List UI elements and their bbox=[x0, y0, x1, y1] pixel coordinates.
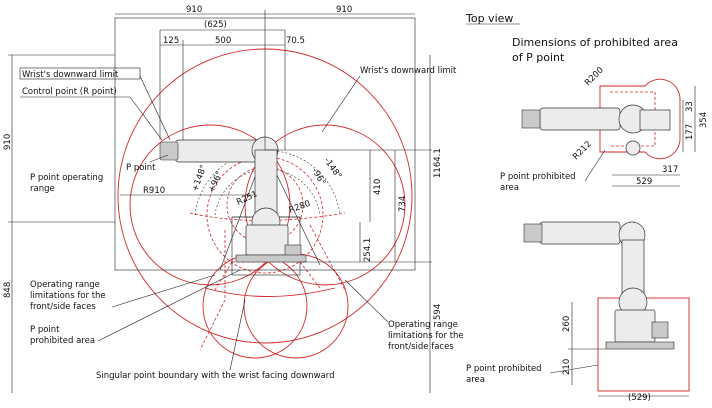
top-dim-33: 33 bbox=[685, 101, 695, 112]
robot-forearm bbox=[174, 139, 266, 163]
top-robot-base bbox=[639, 109, 671, 131]
side-robot-wrist bbox=[523, 223, 543, 243]
op-limit-left-3: front/side faces bbox=[30, 302, 96, 312]
right-lobe-boundary bbox=[244, 124, 406, 286]
side-robot-base bbox=[614, 309, 656, 343]
singular-leader bbox=[229, 299, 246, 371]
side-view: 260 210 (529) P point prohibited area bbox=[466, 221, 690, 403]
dim-410: 410 bbox=[373, 179, 383, 195]
right-dimensions: 1164.1 734 410 254.1 594 bbox=[265, 55, 443, 393]
side-robot-foot bbox=[605, 341, 675, 350]
top-r200: R200 bbox=[583, 65, 606, 88]
op-limit-right-leader bbox=[344, 279, 389, 323]
dim-910-vertical: 910 bbox=[3, 134, 13, 150]
op-limit-right-1: Operating range bbox=[388, 320, 458, 330]
side-prohib-2: area bbox=[466, 375, 485, 385]
dim-1164-1: 1164.1 bbox=[433, 148, 443, 178]
top-dim-529: 529 bbox=[636, 177, 652, 187]
top-prohib-1: P point prohibited bbox=[500, 172, 576, 182]
dim-125: 125 bbox=[163, 36, 179, 46]
angle-96-pos: +96° bbox=[207, 170, 225, 194]
main-labels: Wrist's downward limit Control point (R … bbox=[19, 66, 464, 381]
control-point-leader bbox=[129, 96, 163, 141]
wrist-limit-left: Wrist's downward limit bbox=[22, 70, 119, 80]
op-limit-left-1: Operating range bbox=[30, 280, 100, 290]
singular-boundary-label: Singular point boundary with the wrist f… bbox=[96, 371, 335, 381]
dim-910-left: 910 bbox=[186, 5, 202, 15]
p-prohib-left-2: prohibited area bbox=[30, 336, 95, 346]
r910-label: R910 bbox=[143, 186, 165, 196]
dim-625: (625) bbox=[204, 20, 227, 30]
r251-boundary bbox=[226, 166, 304, 244]
prohibited-arc bbox=[204, 287, 336, 297]
robot-foot bbox=[235, 254, 307, 263]
side-robot-forearm bbox=[539, 221, 621, 245]
dim-594: 594 bbox=[433, 304, 443, 320]
op-limit-right-3: front/side faces bbox=[388, 342, 454, 352]
side-dim-260: 260 bbox=[562, 316, 572, 332]
wrist-limit-leader bbox=[139, 75, 171, 141]
left-dimensions: 910 848 bbox=[3, 54, 115, 393]
top-robot-arm bbox=[539, 107, 621, 131]
top-view: Top view Dimensions of prohibited area o… bbox=[465, 12, 709, 193]
p-prohib-left-leader bbox=[97, 269, 241, 342]
robot-arm bbox=[159, 136, 307, 263]
top-prohib-2: area bbox=[500, 183, 519, 193]
dim-910-right: 910 bbox=[336, 5, 352, 15]
top-dim-317: 317 bbox=[662, 165, 678, 175]
side-prohib-leader bbox=[549, 364, 599, 374]
side-dim-210: 210 bbox=[562, 359, 572, 375]
op-limit-left-leader bbox=[111, 274, 216, 308]
top-prohib-leader bbox=[584, 149, 606, 182]
op-limit-left-2: limitations for the bbox=[30, 291, 106, 301]
control-point-label: Control point (R point) bbox=[22, 87, 117, 97]
robot-base bbox=[245, 224, 289, 256]
bottom-lobe-boundary-2 bbox=[243, 253, 349, 359]
p-point-label: P point bbox=[126, 163, 156, 173]
wrist-limit-box bbox=[19, 67, 141, 80]
dashed-limit-right bbox=[309, 224, 346, 291]
side-robot-connector bbox=[651, 321, 669, 339]
top-robot-wrist bbox=[521, 109, 541, 129]
dashed-limit-left bbox=[199, 230, 226, 351]
op-limit-right-2: limitations for the bbox=[388, 331, 464, 341]
top-prohibited-area bbox=[599, 78, 681, 160]
top-view-title: Top view bbox=[465, 12, 513, 25]
r280-label: R280 bbox=[288, 199, 312, 216]
top-view-dims-title-1: Dimensions of prohibited area bbox=[512, 36, 678, 49]
p-operating-line1: P point operating bbox=[30, 173, 103, 183]
robot-wrist bbox=[159, 141, 179, 161]
top-view-dims-title-2: of P point bbox=[512, 51, 565, 64]
top-robot-joint bbox=[625, 140, 641, 156]
top-dimensions: 910 910 (625) 125 500 70.5 bbox=[115, 5, 415, 150]
side-prohib-1: P point prohibited bbox=[466, 364, 542, 374]
p-operating-line2: range bbox=[30, 184, 55, 194]
top-r212: R212 bbox=[571, 139, 594, 162]
side-dim-529: (529) bbox=[628, 393, 651, 403]
dim-70-5: 70.5 bbox=[286, 36, 305, 46]
wrist-limit-right: Wrist's downward limit bbox=[360, 66, 457, 76]
dim-500: 500 bbox=[215, 36, 231, 46]
top-dim-354: 354 bbox=[699, 112, 709, 128]
dim-254-1: 254.1 bbox=[363, 238, 373, 262]
dim-734: 734 bbox=[398, 196, 408, 212]
p-point-leader bbox=[149, 154, 169, 163]
dim-848-vertical: 848 bbox=[3, 282, 13, 298]
dashed-diagonals bbox=[214, 261, 321, 291]
top-dim-177: 177 bbox=[685, 124, 695, 140]
p-prohib-left-1: P point bbox=[30, 325, 60, 335]
wrist-limit-right-leader bbox=[321, 75, 361, 133]
angle-96-neg: -96° bbox=[309, 167, 327, 188]
